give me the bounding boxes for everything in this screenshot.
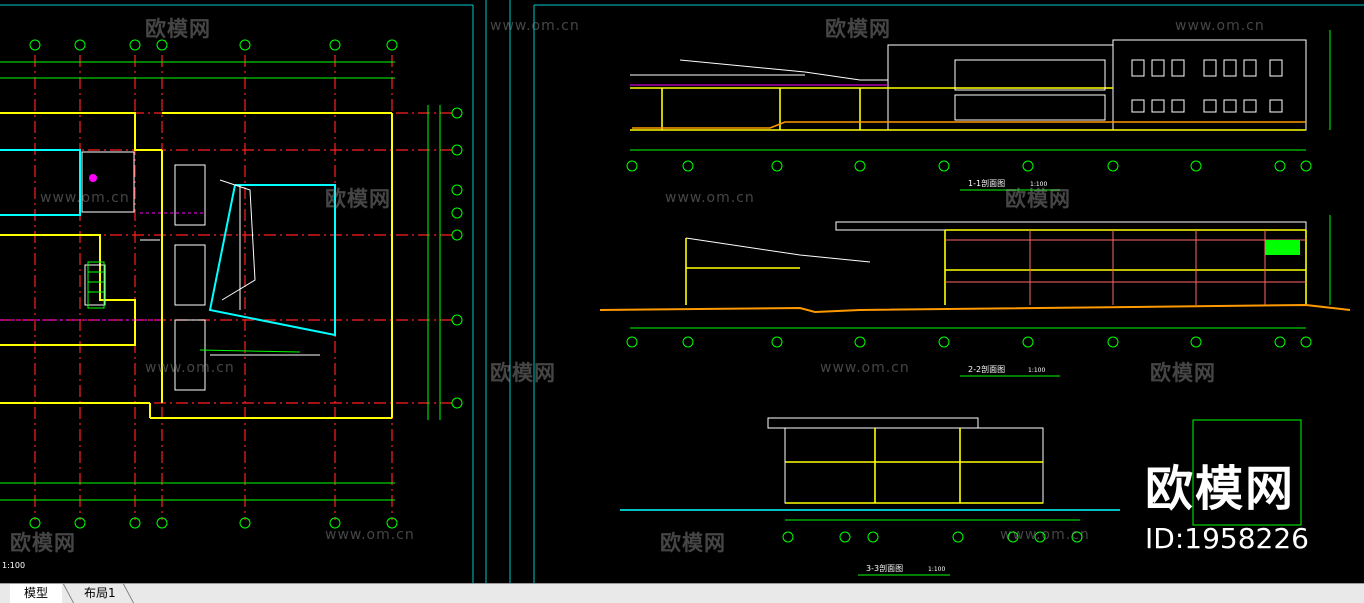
section-3-3-scale: 1:100 [928, 566, 945, 573]
section-3-3: 3-3剖面图 1:100 [620, 417, 1302, 576]
section-2-2-title: 2-2剖面图 [968, 364, 1005, 374]
floor-plan: 1:100 [0, 39, 463, 570]
sheet-frames [0, 0, 1364, 583]
section-1-1-scale: 1:100 [1030, 181, 1047, 188]
section-1-1-title: 1-1剖面图 [968, 178, 1005, 188]
model-id: ID:1958226 [1145, 522, 1309, 555]
layout-tab-bar: 模型 布局1 [0, 583, 1364, 603]
section-1-1: 1-1剖面图 1:100 [626, 30, 1331, 191]
section-2-2: 2-2剖面图 1:100 [599, 215, 1351, 377]
tab-model[interactable]: 模型 [10, 584, 63, 603]
plan-scale: 1:100 [2, 561, 25, 570]
cad-model-space[interactable]: 1:100 [0, 0, 1364, 583]
brand-overlay: 欧模网 ID:1958226 [1145, 462, 1309, 556]
cad-drawing[interactable]: 1:100 [0, 0, 1364, 583]
section-2-2-scale: 1:100 [1028, 367, 1045, 374]
tab-layout1[interactable]: 布局1 [84, 586, 116, 600]
section-3-3-title: 3-3剖面图 [866, 563, 903, 573]
brand-name: 欧模网 [1145, 461, 1296, 517]
